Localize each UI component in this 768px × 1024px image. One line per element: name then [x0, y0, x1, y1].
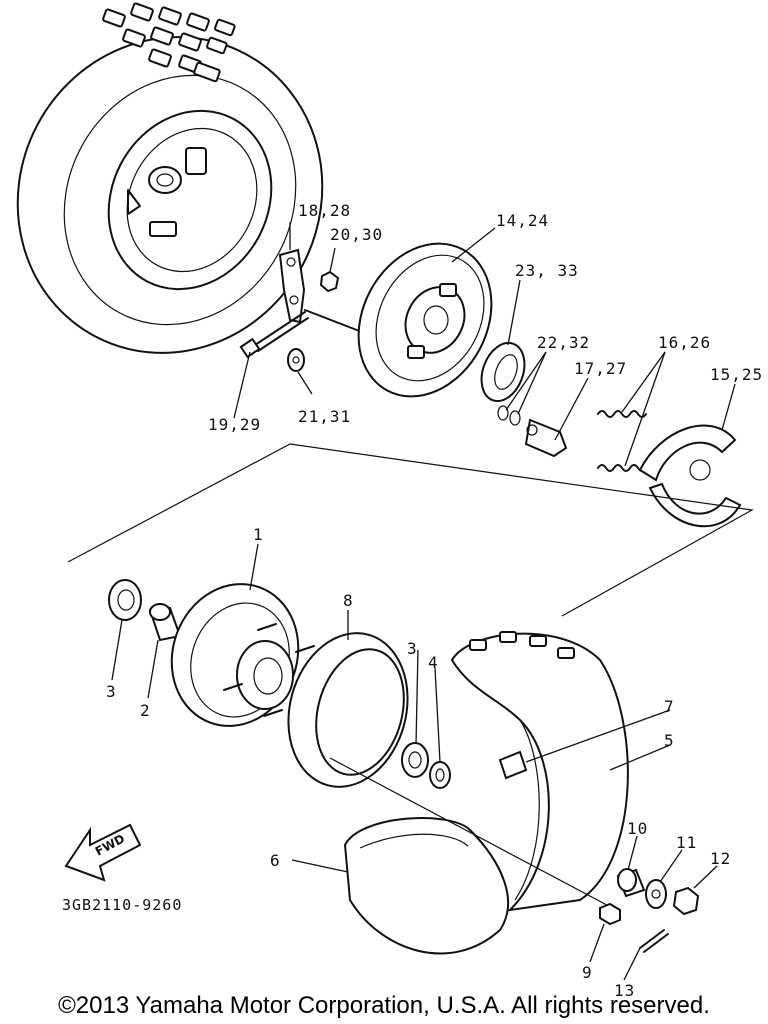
callout-22-32: 22,32 [537, 333, 590, 352]
callout-15-25: 15,25 [710, 365, 763, 384]
callout-3-right: 3 [407, 639, 418, 658]
callout-3-left: 3 [106, 682, 117, 701]
nut-9 [599, 902, 621, 926]
tire-outer-half [343, 817, 509, 955]
callout-5: 5 [664, 731, 675, 750]
bearing-right [401, 742, 429, 778]
callout-21-31: 21,31 [298, 407, 351, 426]
callout-4: 4 [428, 653, 439, 672]
spacer [148, 603, 182, 642]
callout-8: 8 [343, 591, 354, 610]
air-valve [498, 750, 528, 780]
callout-16-26: 16,26 [658, 333, 711, 352]
callout-10: 10 [627, 819, 648, 838]
oil-seal-right [429, 761, 451, 789]
wheel-hub [170, 583, 315, 727]
callout-9: 9 [582, 963, 593, 982]
collar-10 [616, 868, 646, 898]
axle-centerline [329, 757, 621, 913]
callout-11: 11 [676, 833, 697, 852]
brake-shoe-plate [357, 242, 493, 398]
fwd-arrow-icon: FWD [64, 823, 142, 882]
leader-lines [111, 222, 736, 981]
tread-blocks [102, 2, 236, 83]
callout-19-29: 19,29 [208, 415, 261, 434]
callout-23-33: 23, 33 [515, 261, 579, 280]
castle-nut-12 [672, 886, 700, 916]
oil-seal [480, 341, 526, 403]
callout-2: 2 [140, 701, 151, 720]
return-springs [597, 410, 647, 472]
tire-inner-half [450, 631, 629, 912]
callout-6: 6 [270, 851, 281, 870]
rim-band [287, 632, 409, 788]
callout-14-24: 14,24 [496, 211, 549, 230]
callout-12: 12 [710, 849, 731, 868]
callout-7: 7 [664, 697, 675, 716]
cotter-pin-13 [639, 929, 669, 953]
assembled-wheel-illustration [16, 2, 324, 354]
brake-cam-lever-group [239, 248, 363, 372]
o-rings-and-camshaft [497, 405, 568, 458]
callout-18-28: 18,28 [298, 201, 351, 220]
diagram-code: 3GB2110-9260 [62, 896, 182, 914]
callout-13: 13 [614, 981, 635, 1000]
copyright-notice: ©2013 Yamaha Motor Corporation, U.S.A. A… [58, 992, 710, 1019]
callout-20-30: 20,30 [330, 225, 383, 244]
callout-labels: 18,28 20,30 14,24 23, 33 22,32 17,27 16,… [106, 201, 763, 1000]
callout-1: 1 [253, 525, 264, 544]
washer-11 [645, 879, 667, 909]
brake-shoes [638, 424, 742, 528]
bearing-left [108, 579, 142, 621]
callout-17-27: 17,27 [574, 359, 627, 378]
